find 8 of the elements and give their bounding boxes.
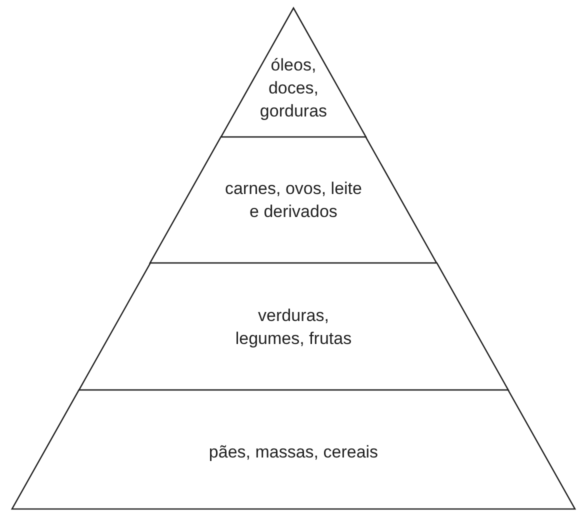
pyramid-tier	[78, 263, 508, 390]
tier-label: carnes, ovos, leite e derivados	[224, 178, 363, 223]
pyramid-tier	[12, 390, 575, 509]
pyramid-tier	[150, 137, 437, 263]
tier-label: verduras, legumes, frutas	[234, 305, 353, 350]
pyramid-tier	[221, 8, 366, 137]
tier-label: pães, massas, cereais	[208, 442, 380, 464]
tier-label: óleos, doces, gorduras	[258, 54, 328, 122]
